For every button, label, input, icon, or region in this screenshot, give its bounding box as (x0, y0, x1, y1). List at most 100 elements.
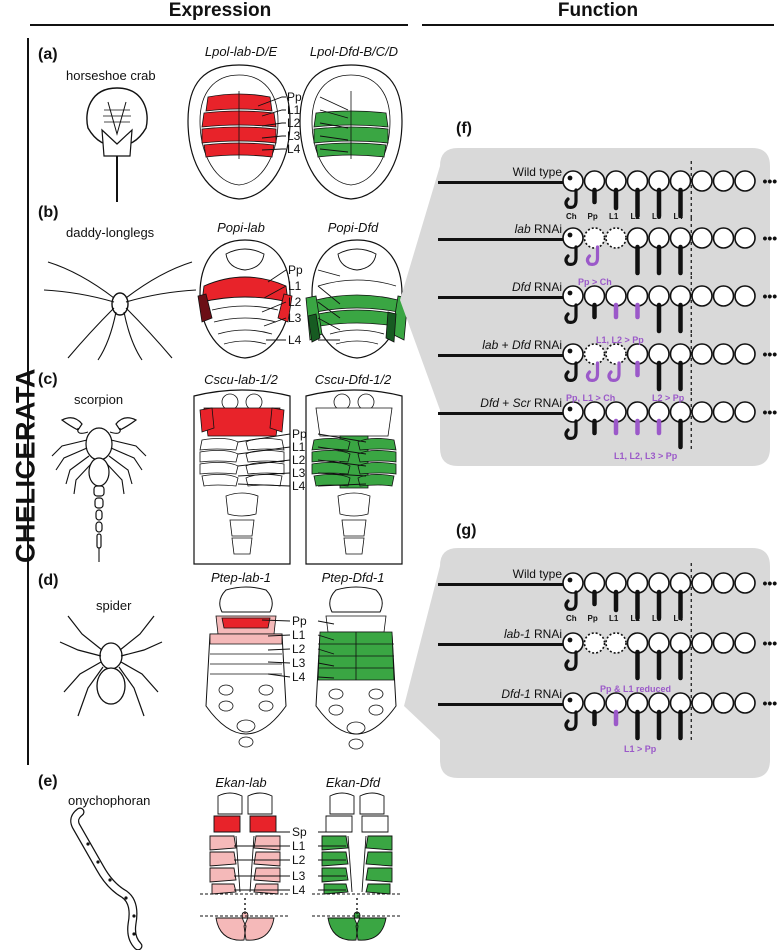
g-wt-ellipsis: ••• (763, 575, 777, 591)
g-wt-eye (567, 577, 573, 583)
f-wt-segment (562, 170, 584, 192)
a-seg-l3: L3 (287, 129, 301, 143)
f-row-dfd-scr: Dfd + Scr RNAi (480, 396, 562, 410)
spider-lab-embryo (205, 586, 287, 748)
spider-drawing (59, 615, 163, 717)
onychophoran-lab-embryo (200, 792, 290, 941)
f-dfd-chelicera (564, 303, 578, 324)
f-dfdscr-segment (734, 401, 756, 423)
appendage-label-ch: Ch (566, 212, 577, 221)
f-dfdscr-segment (562, 401, 584, 423)
panel-a-organism: horseshoe crab (66, 68, 156, 83)
scorpion-dfd-expression (311, 435, 397, 489)
f-lab-ellipsis: ••• (763, 230, 777, 246)
panel-e-organism: onychophoran (68, 793, 151, 808)
panel-a-gene-right: Lpol-Dfd-B/C/D (309, 44, 399, 59)
panel-e-letter: (e) (38, 773, 58, 790)
scorpion-dfd-embryo (305, 389, 403, 565)
c-seg-pp: Pp (292, 427, 307, 441)
g-lab1-segment (605, 632, 627, 654)
f-row-dfd: Dfd RNAi (511, 280, 562, 294)
f-outcome-dfdscr: L1, L2, L3 > Pp (614, 451, 678, 461)
g-lab1-segment (712, 632, 735, 654)
panel-b-gene-right: Popi-Dfd (327, 220, 379, 235)
panel-d-letter: (d) (38, 572, 59, 589)
appendage-label-l2: L2 (630, 212, 640, 221)
f-bar-2 (438, 296, 564, 299)
g-lab1-segment (583, 632, 606, 654)
g-dfd1-segment (562, 692, 584, 714)
g-bar-1 (438, 643, 564, 646)
g-bar-0 (438, 583, 564, 586)
b-seg-l4: L4 (288, 333, 302, 347)
g-lab1-segment (562, 632, 584, 654)
g-outcome-lab1: Pp & L1 reduced (600, 684, 672, 694)
c-seg-l1: L1 (292, 440, 306, 454)
f-lab-segment (583, 227, 606, 249)
panel-c-organism: scorpion (74, 392, 124, 407)
horseshoe-crab-drawing (86, 87, 148, 202)
f-bar-1 (438, 238, 564, 241)
g-dfd1-segment (691, 692, 713, 714)
function-header: Function (557, 0, 639, 21)
f-lab-chelicera (585, 245, 600, 266)
f-lab-segment (605, 227, 627, 249)
g-lab1-eye (567, 637, 573, 643)
f-wt-segment (691, 170, 713, 192)
panel-c-gene-left: Cscu-lab-1/2 (204, 372, 278, 387)
a-seg-pp: Pp (287, 90, 302, 104)
f-outcome-labdfd-b: L2 > Pp (652, 393, 685, 403)
a-seg-l2: L2 (287, 116, 301, 130)
opilionid-lab-embryo (197, 239, 293, 359)
panel-e-gene-right: Ekan-Dfd (325, 775, 381, 790)
appendage-label-l3: L3 (652, 614, 662, 623)
b-seg-l3: L3 (288, 311, 302, 325)
f-dfdscr-eye (567, 406, 573, 412)
appendage-label-pp: Pp (587, 614, 598, 623)
e-seg-sp: Sp (292, 825, 307, 839)
d-seg-l2: L2 (292, 642, 306, 656)
g-dfd1-eye (567, 697, 573, 703)
g-wt-segment (562, 572, 584, 594)
f-labdfd-eye (567, 348, 573, 354)
a-seg-l4: L4 (287, 142, 301, 156)
panel-a-letter: (a) (38, 46, 58, 63)
d-seg-pp: Pp (292, 614, 307, 628)
f-row-lab: lab RNAi (514, 222, 562, 236)
f-labdfd-segment (712, 343, 735, 365)
b-seg-l2: L2 (288, 295, 302, 309)
f-dfdscr-segment (691, 401, 713, 423)
crab-lab-embryo (187, 64, 291, 200)
g-lab1-segment (691, 632, 713, 654)
scorpion-lab-embryo (193, 389, 291, 565)
f-bar-0 (438, 181, 564, 184)
g-row-lab1: lab-1 RNAi (503, 627, 562, 641)
panel-b-organism: daddy-longlegs (66, 225, 155, 240)
appendage-label-l3: L3 (652, 212, 662, 221)
e-seg-l3: L3 (292, 869, 306, 883)
c-seg-l2: L2 (292, 453, 306, 467)
f-dfd-segment (712, 285, 735, 307)
f-labdfd-segment (562, 343, 584, 365)
g-wt-segment (734, 572, 756, 594)
f-labdfd-segment (734, 343, 756, 365)
g-lab1-segment (734, 632, 756, 654)
f-outcome-dfd: L1, L2 > Pp (596, 335, 644, 345)
f-bar-3 (438, 354, 564, 357)
opilionid-dfd-embryo (305, 239, 409, 359)
f-labdfd-chelicera (564, 361, 578, 382)
c-seg-l4: L4 (292, 479, 306, 493)
f-wt-ellipsis: ••• (763, 173, 777, 189)
appendage-label-pp: Pp (587, 212, 598, 221)
appendage-label-l1: L1 (609, 614, 619, 623)
daddy-longlegs-drawing (43, 261, 197, 361)
c-seg-l3: L3 (292, 466, 306, 480)
g-wt-segment (712, 572, 735, 594)
f-dfd-segment (691, 285, 713, 307)
f-wt-eye (567, 175, 573, 181)
f-dfd-segment (562, 285, 584, 307)
d-seg-l4: L4 (292, 670, 306, 684)
panel-g-letter: (g) (456, 522, 477, 539)
crab-dfd-embryo (299, 64, 403, 200)
panel-b-gene-left: Popi-lab (217, 220, 265, 235)
